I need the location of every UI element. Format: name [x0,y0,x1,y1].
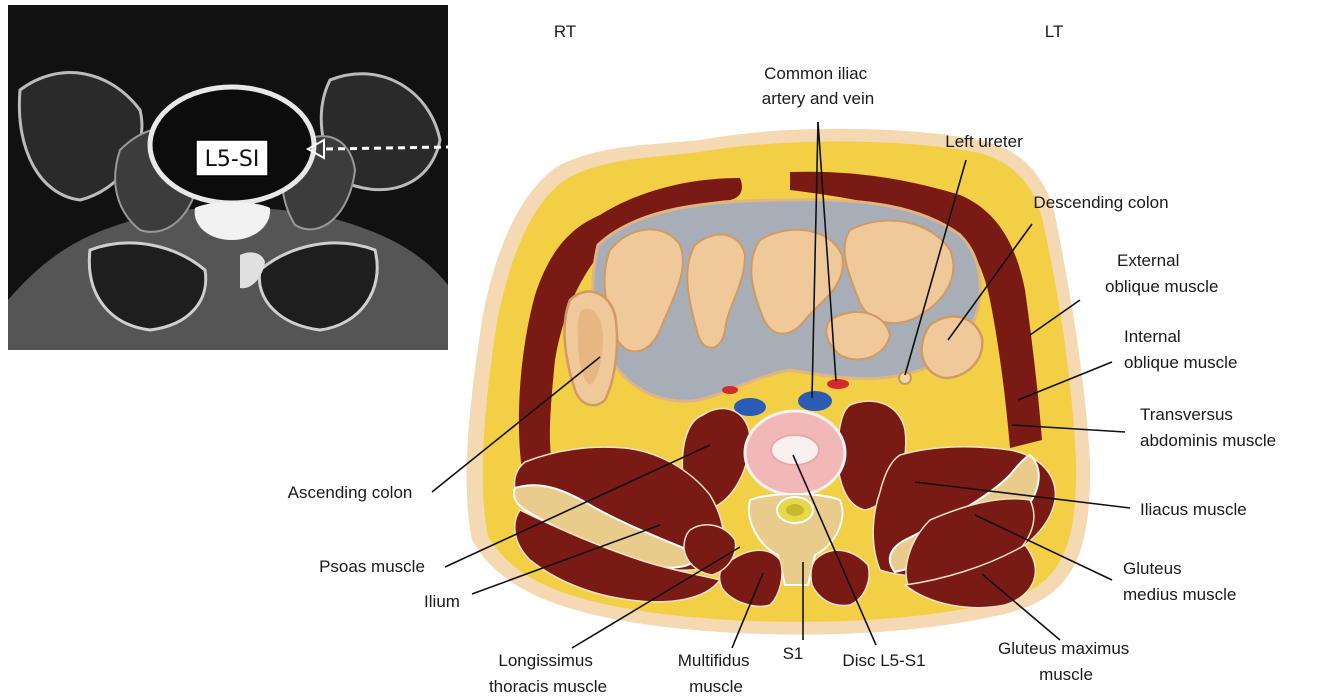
label-multifidus-line2: muscle [689,677,743,696]
label-transversus-abdominis: Transversus abdominis muscle [1140,405,1276,450]
left-common-iliac-vein [798,391,832,411]
label-longissimus-line1: Longissimus [498,651,593,670]
cross-section [467,129,1091,635]
label-psoas-line1: Psoas muscle [319,557,425,576]
label-ascending-colon: Ascending colon [288,483,413,502]
label-ascending-colon-line1: Ascending colon [288,483,413,502]
label-internal-oblique-line1: Internal [1124,327,1181,346]
label-gluteus-medius-line2: medius muscle [1123,585,1236,604]
label-longissimus: Longissimus thoracis muscle [489,651,607,696]
label-external-oblique: External oblique muscle [1105,251,1218,296]
label-gluteus-medius-line1: Gluteus [1123,559,1182,578]
label-external-oblique-line2: oblique muscle [1105,277,1218,296]
label-external-oblique-line1: External [1117,251,1179,270]
label-descending-colon: Descending colon [1033,193,1168,212]
label-left-ureter-line1: Left ureter [945,132,1023,151]
label-transversus-abdominis-line1: Transversus [1140,405,1233,424]
label-ilium: Ilium [424,592,460,611]
label-longissimus-line2: thoracis muscle [489,677,607,696]
label-gluteus-maximus-line2: muscle [1039,665,1093,684]
label-psoas: Psoas muscle [319,557,425,576]
label-s1-line1: S1 [783,644,804,663]
orientation-left-label: LT [1045,22,1064,41]
label-multifidus-line1: Multifidus [678,651,750,670]
label-internal-oblique-line2: oblique muscle [1124,353,1237,372]
label-disc-line1: Disc L5-S1 [842,651,925,670]
label-descending-colon-line1: Descending colon [1033,193,1168,212]
label-common-iliac-line2: artery and vein [762,89,874,108]
label-gluteus-medius: Gluteus medius muscle [1123,559,1236,604]
orientation-right-label: RT [554,22,576,41]
right-common-iliac-artery [722,386,738,394]
label-gluteus-maximus: Gluteus maximus muscle [998,639,1134,684]
mri-level-label: L5-SI [205,147,260,172]
label-iliacus-line1: Iliacus muscle [1140,500,1247,519]
label-internal-oblique: Internal oblique muscle [1124,327,1237,372]
bowel-loop-5 [826,312,890,359]
label-common-iliac-line1: Common iliac [764,64,867,83]
label-left-ureter: Left ureter [945,132,1023,151]
label-iliacus: Iliacus muscle [1140,500,1247,519]
label-multifidus: Multifidus muscle [678,651,755,696]
label-gluteus-maximus-line1: Gluteus maximus [998,639,1129,658]
label-ilium-line1: Ilium [424,592,460,611]
mri-inset: L5-SI [8,5,448,350]
thecal-sac [786,504,804,516]
label-common-iliac: Common iliac artery and vein [762,64,874,108]
label-disc: Disc L5-S1 [842,651,925,670]
label-s1: S1 [783,644,804,663]
label-transversus-abdominis-line2: abdominis muscle [1140,431,1276,450]
left-common-iliac-artery [827,379,849,389]
